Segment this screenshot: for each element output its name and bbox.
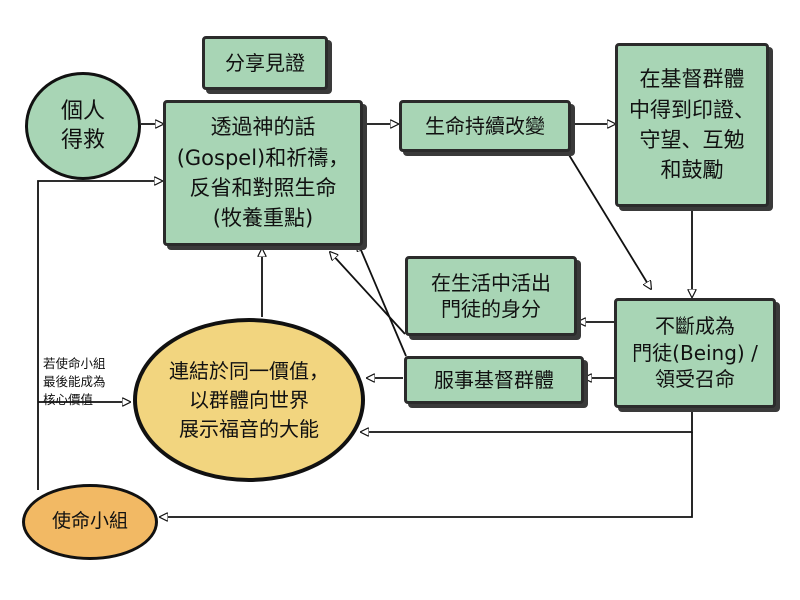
continuous-change-label: 生命持續改變 bbox=[425, 113, 545, 138]
shared-value-node: 連結於同一價值， 以群體向世界 展示福音的大能 bbox=[133, 318, 365, 482]
personal-salvation-label: 個人 得救 bbox=[60, 98, 105, 153]
shared-value-label: 連結於同一價值， 以群體向世界 展示福音的大能 bbox=[169, 358, 329, 441]
share-testimony-node: 分享見證 bbox=[202, 36, 328, 90]
serve-community-label: 服事基督群體 bbox=[434, 367, 554, 392]
mission-group-node: 使命小組 bbox=[22, 484, 158, 560]
discipleship-identity-node: 在生活中活出 門徒的身分 bbox=[405, 256, 577, 336]
being-disciples-node: 不斷成為 門徒(Being) / 領受召命 bbox=[614, 298, 776, 408]
condition-note: 若使命小組 最後能成為 核心價值 bbox=[43, 337, 133, 410]
arrow-being-to-mission bbox=[160, 432, 693, 517]
arrow-mission-to-gospel bbox=[37, 181, 162, 490]
personal-salvation-node: 個人 得救 bbox=[25, 72, 141, 180]
gospel-prayer-node: 透過神的話 (Gospel)和祈禱， 反省和對照生命 (牧養重點) bbox=[163, 100, 363, 246]
mission-group-label: 使命小組 bbox=[51, 510, 128, 533]
arrow-identity-to-gospel bbox=[330, 252, 406, 335]
share-testimony-label: 分享見證 bbox=[225, 50, 305, 75]
gospel-prayer-label: 透過神的話 (Gospel)和祈禱， 反省和對照生命 (牧養重點) bbox=[176, 115, 350, 231]
continuous-change-node: 生命持續改變 bbox=[399, 100, 571, 152]
arrow-change-to-being bbox=[565, 149, 651, 289]
community-affirmation-node: 在基督群體 中得到印證、 守望、互勉 和鼓勵 bbox=[615, 43, 769, 207]
condition-note-text: 若使命小組 最後能成為 核心價值 bbox=[43, 356, 106, 408]
being-disciples-label: 不斷成為 門徒(Being) / 領受召命 bbox=[632, 314, 758, 392]
serve-community-node: 服事基督群體 bbox=[404, 356, 584, 404]
discipleship-identity-label: 在生活中活出 門徒的身分 bbox=[431, 270, 551, 321]
arrow-serve-to-gospel bbox=[358, 243, 407, 357]
arrow-being-to-value bbox=[361, 408, 693, 432]
community-affirmation-label: 在基督群體 中得到印證、 守望、互勉 和鼓勵 bbox=[629, 67, 755, 183]
